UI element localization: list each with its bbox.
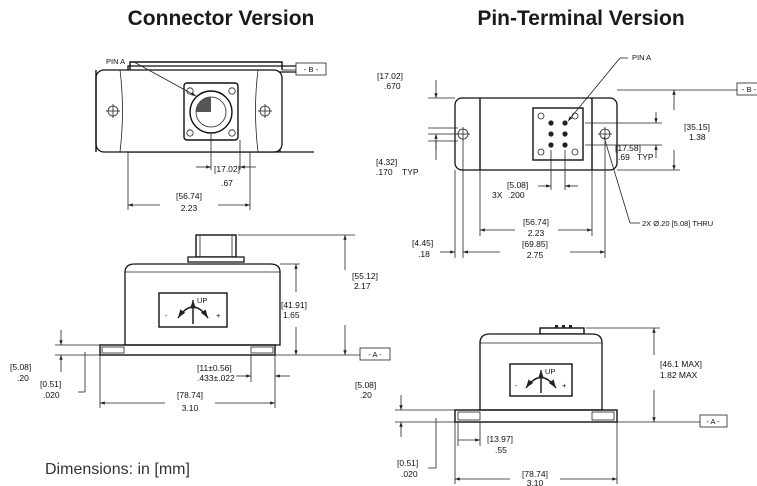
connector-base-plate xyxy=(99,344,276,356)
dim-pin-max-height-in: 1.82 MAX xyxy=(660,370,698,380)
pin-datum-b-box xyxy=(736,82,757,96)
dim-pin-pitch-mm: [5.08] xyxy=(507,180,528,190)
dim-pin-row-suffix: TYP xyxy=(637,152,654,162)
dim-pin-slot-in: .170 xyxy=(376,167,393,177)
dim-pin-base-length-in: 3.10 xyxy=(527,478,544,486)
pin-terminal-title: Pin-Terminal Version xyxy=(477,7,684,30)
dim-connector-gap-in: .020 xyxy=(43,390,60,400)
dim-pin-slot-mm: [4.32] xyxy=(376,157,397,167)
dim-pin-row-mm: [17.58] xyxy=(615,143,641,153)
dim-pin-pitch-in: .200 xyxy=(508,190,525,200)
orientation-label-plate xyxy=(158,292,228,328)
pin-datum-a-box xyxy=(699,414,728,428)
dim-connector-width-in: 2.23 xyxy=(181,203,198,213)
dim-pin-gap-mm: [0.51] xyxy=(397,458,418,468)
pin-terminal-top-view: PIN A - B - [17.02] .670 [4.32] .170 TYP… xyxy=(376,53,757,260)
connector-title: Connector Version xyxy=(128,7,315,30)
dim-pin-offset-mm: [13.97] xyxy=(487,434,513,444)
datum-a-label: - A - xyxy=(368,350,382,359)
dim-connector-gap-mm: [0.51] xyxy=(40,379,61,389)
dim-pin-hole-callout: 2X Ø.20 [5.08] THRU xyxy=(642,219,713,228)
dim-pin-width-mm: [56.74] xyxy=(523,217,549,227)
dim-connector-hole-offset-mm: [11±0.56] xyxy=(197,363,232,373)
dim-pin-slot-suffix: TYP xyxy=(402,167,419,177)
pin-plus-label: + xyxy=(562,381,567,390)
dim-pin-width-in: 2.23 xyxy=(528,228,545,238)
dim-connector-hole-offset-in: .433±.022 xyxy=(197,373,235,383)
dim-pin-hole-span-mm: [69.85] xyxy=(522,239,548,249)
dim-pin-row-in: .69 xyxy=(618,152,630,162)
dim-connector-flange-thick-in: .20 xyxy=(17,373,29,383)
pin-minus-label: - xyxy=(515,381,518,390)
dim-pin-flange-depth-in: 1.38 xyxy=(689,132,706,142)
dim-connector-overall-height-mm: [55.12] xyxy=(352,271,378,281)
datum-b-label: - B - xyxy=(304,65,319,74)
pin-datum-b-label: - B - xyxy=(742,85,757,94)
dim-connector-offset-in: .67 xyxy=(221,178,233,188)
connector-top-view: PIN A - B - [17.02] .67 [56.74] 2.23 xyxy=(95,57,327,213)
connector-minus-label: - xyxy=(165,311,168,320)
datum-a-box xyxy=(359,347,391,361)
connector-pin-a-label: PIN A xyxy=(106,57,125,66)
dim-pin-base-length-mm: [78.74] xyxy=(522,469,548,479)
dim-connector-base-length-mm: [78.74] xyxy=(177,390,203,400)
dim-pin-hole-edge-mm: [4.45] xyxy=(412,238,433,248)
datum-b-box xyxy=(295,62,327,76)
dim-connector-flange-thick-mm: [5.08] xyxy=(10,362,31,372)
dim-pin-hole-edge-in: .18 xyxy=(418,249,430,259)
pin-terminal-block xyxy=(532,107,584,161)
dim-connector-offset-mm: [17.02] xyxy=(214,164,240,174)
pin-base-plate xyxy=(454,409,618,423)
dim-connector-body-height-mm: [41.91] xyxy=(281,300,307,310)
dim-pin-pitch-prefix: 3X xyxy=(492,190,503,200)
dim-pin-top-offset-in: .670 xyxy=(384,81,401,91)
dim-pin-max-height-mm: [46.1 MAX] xyxy=(660,359,702,369)
dim-connector-base-length-in: 3.10 xyxy=(182,403,199,413)
connector-plus-label: + xyxy=(216,311,221,320)
dim-pin-offset-in: .55 xyxy=(495,445,507,455)
dim-connector-body-height-in: 1.65 xyxy=(283,310,300,320)
dim-pin-top-offset-mm: [17.02] xyxy=(377,71,403,81)
pin-terminal-pin-a-label: PIN A xyxy=(632,53,651,62)
dim-connector-overall-height-in: 2.17 xyxy=(354,281,371,291)
pin-up-label: UP xyxy=(545,367,555,376)
dim-connector-width-mm: [56.74] xyxy=(176,191,202,201)
dimensions-note: Dimensions: in [mm] xyxy=(45,461,190,478)
dim-pin-flange-thick-in: .20 xyxy=(360,390,372,400)
connector-receptacle-icon xyxy=(189,90,233,134)
pin-terminal-side-view: UP - + [46.1 MAX] 1.82 MAX - A - [5.08] … xyxy=(355,325,728,486)
connector-up-label: UP xyxy=(197,296,207,305)
pin-orientation-label-plate xyxy=(509,363,573,397)
connector-side-view: UP - + [55.12] 2.17 [41.91] 1.65 - A - [… xyxy=(10,234,391,413)
pin-datum-a-label: - A - xyxy=(706,417,720,426)
dim-pin-gap-in: .020 xyxy=(401,469,418,479)
dim-pin-hole-span-in: 2.75 xyxy=(527,250,544,260)
dim-pin-flange-depth-mm: [35.15] xyxy=(684,122,710,132)
dim-pin-flange-thick-mm: [5.08] xyxy=(355,380,376,390)
